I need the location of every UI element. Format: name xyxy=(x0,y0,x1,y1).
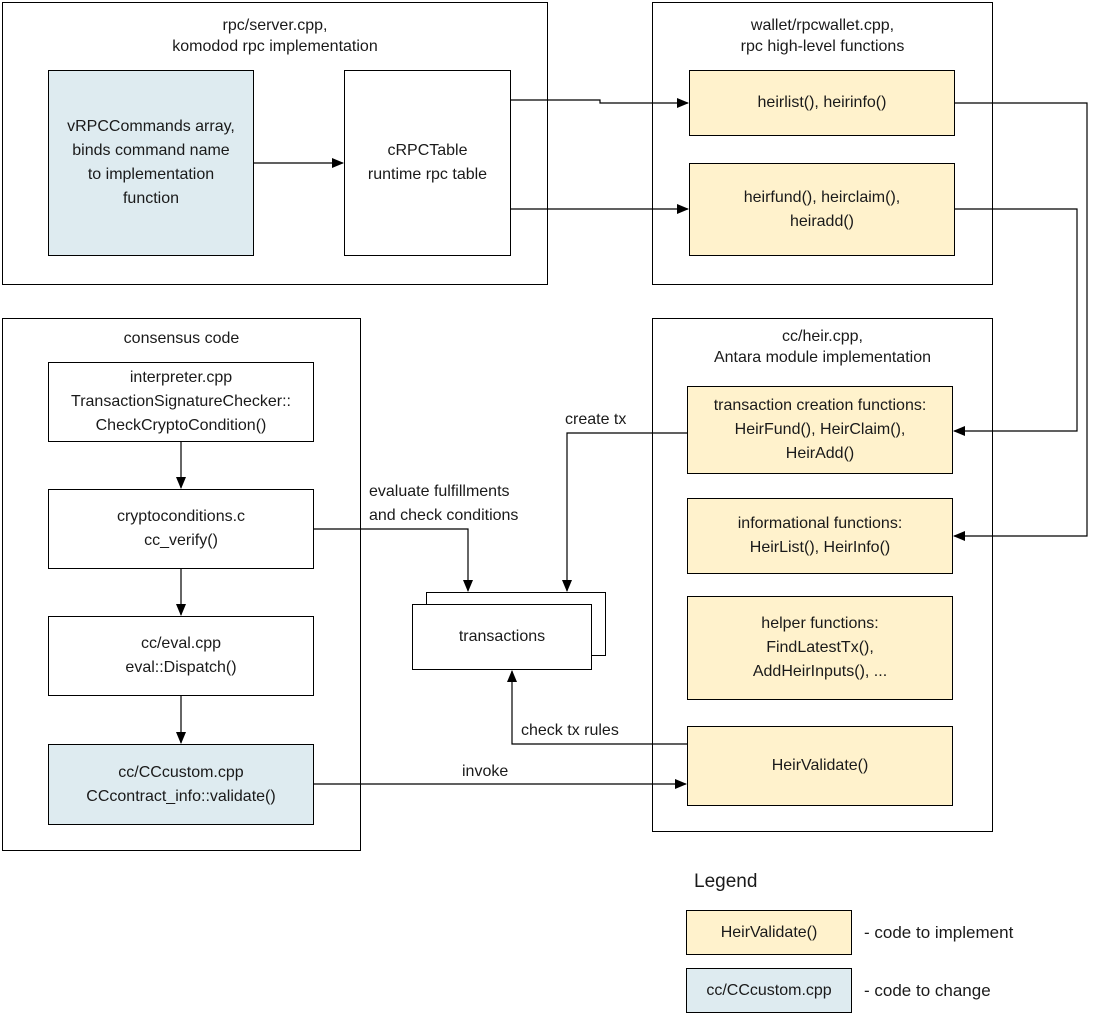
vrpc-commands-node: vRPCCommands array, binds command name t… xyxy=(48,70,254,256)
crpc-to-heirlist-arrow xyxy=(511,98,689,108)
cryptoconditions-node: cryptoconditions.c cc_verify() xyxy=(48,489,314,569)
crpc-table-node: cRPCTable runtime rpc table xyxy=(344,70,511,256)
legend-implement-swatch: HeirValidate() xyxy=(686,910,852,955)
legend-change-swatch: cc/CCcustom.cpp xyxy=(686,968,852,1013)
informational-node: informational functions: HeirList(), Hei… xyxy=(687,498,953,574)
txcreation-node: transaction creation functions: HeirFund… xyxy=(687,386,953,474)
heirvalidate-to-transactions-arrow xyxy=(507,670,687,745)
legend-title: Legend xyxy=(694,871,758,892)
legend-implement-desc: - code to implement xyxy=(864,923,1014,942)
heirvalidate-node: HeirValidate() xyxy=(687,726,953,806)
cryptoconditions-to-transactions-arrow xyxy=(314,528,473,592)
rpcwallet-group-title: wallet/rpcwallet.cpp, rpc high-level fun… xyxy=(740,17,905,55)
cccustom-node: cc/CCcustom.cpp CCcontract_info::validat… xyxy=(48,744,314,825)
heirfund-to-txcreation-arrow xyxy=(953,208,1078,436)
check-tx-rules-label: check tx rules xyxy=(521,722,619,739)
heir-group-title: cc/heir.cpp, Antara module implementatio… xyxy=(713,328,931,366)
heirfund-node: heirfund(), heirclaim(), heiradd() xyxy=(689,163,955,256)
create-tx-label: create tx xyxy=(565,411,627,428)
legend-change-desc: - code to change xyxy=(864,981,991,1000)
interpreter-node: interpreter.cpp TransactionSignatureChec… xyxy=(48,362,314,442)
txcreation-to-transactions-arrow xyxy=(562,432,687,592)
transactions-node: transactions xyxy=(412,604,592,670)
evaluate-label: evaluate fulfillments and check conditio… xyxy=(369,483,519,524)
rpc-server-group-title: rpc/server.cpp, komodod rpc implementati… xyxy=(172,17,378,55)
consensus-group-title: consensus code xyxy=(123,330,240,347)
helper-node: helper functions: FindLatestTx(), AddHei… xyxy=(687,596,953,700)
heirlist-node: heirlist(), heirinfo() xyxy=(689,70,955,136)
eval-node: cc/eval.cpp eval::Dispatch() xyxy=(48,616,314,696)
heirlist-to-informational-arrow xyxy=(953,102,1088,541)
invoke-label: invoke xyxy=(462,763,509,780)
